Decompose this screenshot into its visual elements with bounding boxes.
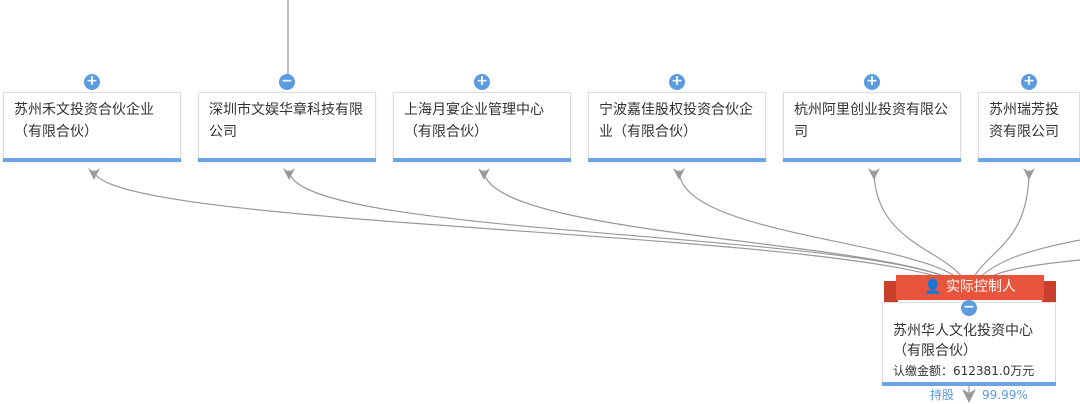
- collapse-toggle[interactable]: −: [279, 74, 295, 90]
- amount-label: 认缴金额：: [893, 364, 954, 378]
- node-accent-bar: [783, 158, 961, 162]
- shareholder-name: 苏州瑞芳投资有限公司: [989, 102, 1059, 140]
- node-accent-bar: [198, 158, 376, 162]
- shareholder-name: 上海月宴企业管理中心（有限合伙）: [404, 102, 544, 140]
- expand-toggle[interactable]: +: [669, 74, 685, 90]
- expand-toggle[interactable]: +: [1021, 74, 1037, 90]
- shareholder-node[interactable]: 苏州瑞芳投资有限公司: [978, 92, 1080, 162]
- controller-node[interactable]: 苏州华人文化投资中心（有限合伙） 认缴金额：612381.0万元: [882, 302, 1056, 386]
- actual-controller-badge: 👤 实际控制人: [884, 275, 1056, 303]
- shareholder-name: 宁波嘉佳股权投资合伙企业（有限合伙）: [599, 102, 753, 140]
- holding-percent: 99.99%: [982, 388, 1028, 402]
- expand-toggle[interactable]: +: [864, 74, 880, 90]
- shareholder-node[interactable]: 深圳市文娱华章科技有限公司: [198, 92, 376, 162]
- shareholder-name: 杭州阿里创业投资有限公司: [794, 102, 948, 140]
- person-icon: 👤: [924, 279, 946, 295]
- node-accent-bar: [978, 158, 1080, 162]
- amount-value: 612381.0万元: [953, 364, 1035, 378]
- controller-name: 苏州华人文化投资中心（有限合伙）: [893, 323, 1033, 359]
- shareholder-node[interactable]: 杭州阿里创业投资有限公司: [783, 92, 961, 162]
- shareholder-node[interactable]: 苏州禾文投资合伙企业（有限合伙）: [3, 92, 181, 162]
- node-accent-bar: [588, 158, 766, 162]
- expand-toggle[interactable]: +: [474, 74, 490, 90]
- node-accent-bar: [3, 158, 181, 162]
- node-accent-bar: [882, 382, 1056, 386]
- shareholder-name: 深圳市文娱华章科技有限公司: [209, 102, 363, 140]
- expand-toggle[interactable]: +: [84, 74, 100, 90]
- shareholder-name: 苏州禾文投资合伙企业（有限合伙）: [14, 102, 154, 140]
- shareholder-node[interactable]: 宁波嘉佳股权投资合伙企业（有限合伙）: [588, 92, 766, 162]
- collapse-toggle[interactable]: −: [961, 300, 977, 316]
- node-accent-bar: [393, 158, 571, 162]
- holding-label: 持股: [930, 388, 955, 402]
- shareholder-node[interactable]: 上海月宴企业管理中心（有限合伙）: [393, 92, 571, 162]
